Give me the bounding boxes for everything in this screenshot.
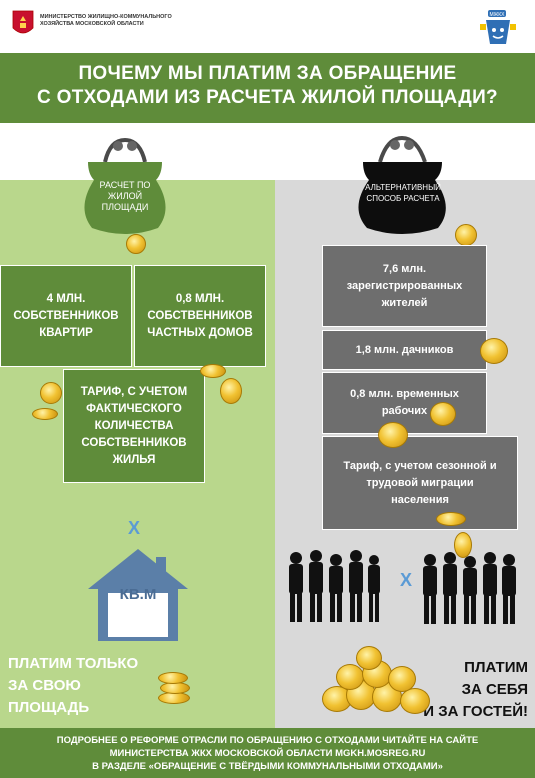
migration-tariff-text: Тариф, с учетом сезонной и трудовой мигр… <box>343 459 497 506</box>
footer-banner <box>0 728 535 778</box>
coin-icon <box>158 672 188 684</box>
house-owners-box: 0,8 МЛН. СОБСТВЕННИКОВ ЧАСТНЫХ ДОМОВ <box>134 265 266 367</box>
temporary-workers-text: 0,8 млн. временных рабочих <box>350 388 459 417</box>
apartment-owners-box: 4 МЛН. СОБСТВЕННИКОВ КВАРТИР <box>0 265 132 367</box>
left-conclusion-line-3: ПЛОЩАДЬ <box>8 699 90 716</box>
coin-icon <box>388 666 416 692</box>
coin-icon <box>32 408 58 420</box>
green-purse-icon <box>84 137 166 234</box>
coin-icon <box>356 646 382 670</box>
title-banner <box>0 53 535 123</box>
footer-line-1: ПОДРОБНЕЕ О РЕФОРМЕ ОТРАСЛИ ПО ОБРАЩЕНИЮ… <box>56 735 479 746</box>
coin-icon <box>436 512 466 526</box>
mzhkh-logo-icon: МЖКХ <box>480 10 516 44</box>
coin-pile-icon <box>318 644 436 718</box>
coin-icon <box>220 378 242 404</box>
footer-line-2: МИНИСТЕРСТВА ЖКХ МОСКОВСКОЙ ОБЛАСТИ MGKH… <box>109 748 426 759</box>
coin-icon <box>455 224 477 246</box>
right-purse-label: АЛЬТЕРНАТИВНЫЙ СПОСОБ РАСЧЕТА <box>365 183 441 203</box>
dacha-residents-text: 1,8 млн. дачников <box>355 344 454 356</box>
migration-tariff-box: Тариф, с учетом сезонной и трудовой мигр… <box>322 436 518 530</box>
coin-icon <box>200 364 226 378</box>
tariff-owners-box: ТАРИФ, С УЧЕТОМ ФАКТИЧЕСКОГО КОЛИЧЕСТВА … <box>63 369 205 483</box>
coin-icon <box>378 422 408 448</box>
right-conclusion-line-3: И ЗА ГОСТЕЙ! <box>423 703 528 720</box>
page-title: ПОЧЕМУ МЫ ПЛАТИМ ЗА ОБРАЩЕНИЕ С ОТХОДАМИ… <box>0 62 535 110</box>
crowd-right-icon <box>423 552 516 624</box>
footer-text: ПОДРОБНЕЕ О РЕФОРМЕ ОТРАСЛИ ПО ОБРАЩЕНИЮ… <box>0 734 535 773</box>
coin-icon <box>454 532 472 558</box>
dacha-residents-box: 1,8 млн. дачников <box>322 330 487 370</box>
moscow-region-emblem-icon <box>12 10 34 34</box>
title-line-2: С ОТХОДАМИ ИЗ РАСЧЕТА ЖИЛОЙ ПЛОЩАДИ? <box>37 87 498 108</box>
footer-line-3: В РАЗДЕЛЕ «ОБРАЩЕНИЕ С ТВЁРДЫМИ КОММУНАЛ… <box>92 761 443 772</box>
coin-icon <box>430 402 456 426</box>
coin-icon <box>126 234 146 254</box>
small-coin-stack-icon <box>156 668 196 708</box>
left-conclusion: ПЛАТИМ ТОЛЬКО ЗА СВОЮ ПЛОЩАДЬ <box>8 653 138 719</box>
right-conclusion-line-1: ПЛАТИМ <box>464 659 528 676</box>
registered-residents-text: 7,6 млн. зарегистрированных жителей <box>346 262 463 309</box>
house-icon <box>88 549 188 641</box>
right-multiply-sign: X <box>400 570 413 590</box>
left-purse-label: РАСЧЕТ ПО ЖИЛОЙ ПЛОЩАДИ <box>99 180 151 212</box>
mzhkh-logo-text: МЖКХ <box>489 12 505 18</box>
left-conclusion-line-2: ЗА СВОЮ <box>8 677 81 694</box>
house-label: КВ.М <box>119 586 157 603</box>
coin-icon <box>480 338 508 364</box>
tariff-owners-text: ТАРИФ, С УЧЕТОМ ФАКТИЧЕСКОГО КОЛИЧЕСТВА … <box>80 385 188 466</box>
black-purse-icon <box>358 135 446 234</box>
coin-icon <box>336 664 364 690</box>
coin-icon <box>400 688 430 714</box>
coin-icon <box>40 382 62 404</box>
title-line-1: ПОЧЕМУ МЫ ПЛАТИМ ЗА ОБРАЩЕНИЕ <box>78 63 457 84</box>
left-conclusion-line-1: ПЛАТИМ ТОЛЬКО <box>8 655 139 672</box>
crowd-left-icon <box>289 550 380 622</box>
ministry-name: МИНИСТЕРСТВО ЖИЛИЩНО-КОММУНАЛЬНОГО ХОЗЯЙ… <box>40 14 172 27</box>
right-conclusion: ПЛАТИМ ЗА СЕБЯ И ЗА ГОСТЕЙ! <box>400 657 528 723</box>
left-multiply-sign: X <box>128 518 141 538</box>
registered-residents-box: 7,6 млн. зарегистрированных жителей <box>322 245 487 327</box>
right-conclusion-line-2: ЗА СЕБЯ <box>461 681 528 698</box>
house-owners-text: 0,8 МЛН. СОБСТВЕННИКОВ ЧАСТНЫХ ДОМОВ <box>147 292 253 339</box>
apartment-owners-text: 4 МЛН. СОБСТВЕННИКОВ КВАРТИР <box>13 292 119 339</box>
temporary-workers-box: 0,8 млн. временных рабочих <box>322 372 487 434</box>
